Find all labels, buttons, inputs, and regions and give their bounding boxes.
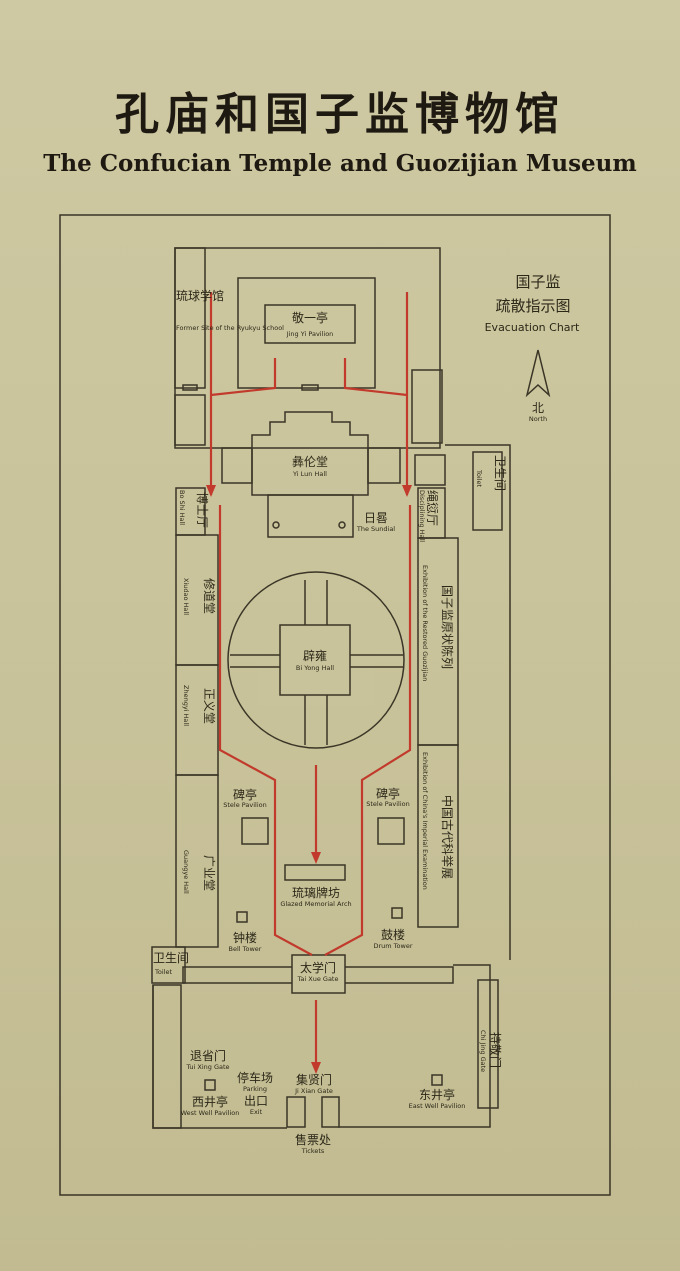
places-tuixing-en-label: Tui Xing Gate [185, 1063, 229, 1071]
places-chijing-en-label: Chi Jing Gate [479, 1030, 487, 1072]
legend-title-en: Evacuation Chart [485, 321, 580, 334]
legend-title-1: 国子监 [515, 273, 560, 291]
title-chinese: 孔庙和国子监博物馆 [115, 89, 565, 140]
places-tuixing-zh-label: 退省门 [190, 1048, 226, 1063]
places-exam-zh-label: 中国古代科举展 [440, 795, 455, 879]
glazed-arch [284, 864, 346, 881]
places-bell-zh-label: 钟楼 [233, 930, 257, 945]
places-boshi-en-label: Bo Shi Hall [178, 490, 186, 525]
places-drum-zh-label: 鼓楼 [381, 927, 405, 942]
places-guangye-en-label: Guangye Hall [182, 850, 190, 894]
places-restored-zh-label: 国子监原状陈列 [440, 585, 455, 669]
places-exam-en-label: Exhibition of China's Imperial Examinati… [421, 752, 429, 890]
stele-pavilion-east [377, 817, 405, 845]
places-stele-w-zh-label: 碑亭 [233, 787, 257, 802]
places-tickets-zh-label: 售票处 [295, 1132, 331, 1147]
places-exit-zh-label: 出口 [244, 1094, 268, 1108]
places-parking-en-label: Parking [243, 1085, 267, 1093]
places-arch-en-label: Glazed Memorial Arch [280, 900, 351, 908]
walls [151, 247, 511, 1129]
places-zhengyi-zh-label: 正义堂 [202, 688, 216, 724]
title-english: The Confucian Temple and Guozijian Museu… [43, 150, 637, 177]
stele-pavilion-west [241, 817, 269, 845]
places-disciplining-zh-label: 绳愆厅 [425, 490, 440, 526]
taixue-gate [291, 954, 346, 994]
places-jingyi-zh-label: 敬一亭 [292, 310, 328, 325]
places-guangye-zh-label: 广业堂 [202, 855, 216, 891]
places-toilet-west-zh-label: 卫生间 [153, 951, 189, 965]
places-westwell-zh-label: 西井亭 [192, 1094, 228, 1109]
places-jixian-zh-label: 集贤门 [296, 1072, 332, 1087]
places-eastwell-zh-label: 东井亭 [419, 1087, 455, 1102]
places-xiudao-en-label: Xiudao Hall [182, 578, 190, 615]
places-taixue-zh-label: 太学门 [300, 960, 336, 975]
places-stele-w-en-label: Stele Pavilion [223, 801, 267, 809]
places-toilet-east-zh-label: 卫生间 [493, 455, 507, 491]
places-westwell-en-label: West Well Pavilion [181, 1109, 240, 1117]
places-taixue-en-label: Tai Xue Gate [297, 975, 339, 983]
places-tickets-en-label: Tickets [301, 1147, 325, 1155]
places-drum-en-label: Drum Tower [373, 942, 412, 950]
places-boshi-zh-label: 博士厅 [195, 492, 210, 528]
places-arch-zh-label: 琉璃牌坊 [292, 885, 340, 900]
places-exit-en-label: Exit [250, 1108, 263, 1116]
places-sundial-en-label: The Sundial [356, 525, 395, 533]
places-toilet-east-en-label: Toilet [475, 469, 483, 487]
north-label: 北 [532, 401, 544, 415]
places-yilun-en-label: Yi Lun Hall [292, 470, 327, 478]
places-biyong-zh-label: 辟雍 [303, 648, 327, 663]
places-ryukyu-zh-label: 琉球学馆 [176, 288, 224, 303]
places-zhengyi-en-label: Zhengyi Hall [182, 685, 190, 726]
jingyi-pavilion [264, 304, 356, 344]
places-restored-en-label: Exhibition of the Restored Guozijian [421, 565, 429, 681]
places-toilet-west-en-label: Toilet [154, 968, 172, 976]
places-jingyi-en-label: Jing Yi Pavilion [286, 330, 334, 338]
legend-title-2: 疏散指示图 [495, 297, 570, 315]
places-stele-e-zh-label: 碑亭 [376, 786, 400, 801]
north-arrow-icon [525, 349, 551, 398]
places-xiudao-zh-label: 修道堂 [202, 578, 217, 614]
places-yilun-zh-label: 彝伦堂 [292, 454, 328, 469]
places-disciplining-en-label: Disciplining Hall [418, 490, 426, 542]
places-parking-zh-label: 停车场 [237, 1070, 273, 1085]
places-chijing-zh-label: 持敬门 [488, 1032, 503, 1068]
places-ryukyu-en-label: Former Site of the Ryukyu School [176, 324, 284, 332]
evacuation-routes [206, 292, 412, 1074]
places-eastwell-en-label: East Well Pavilion [409, 1102, 466, 1110]
labels: 琉球学馆 Former Site of the Ryukyu School 敬一… [153, 288, 507, 1155]
places-bell-en-label: Bell Tower [229, 945, 262, 953]
places-stele-e-en-label: Stele Pavilion [366, 800, 410, 808]
places-sundial-zh-label: 日晷 [364, 511, 388, 525]
places-biyong-en-label: Bi Yong Hall [296, 664, 334, 672]
map-border [59, 214, 611, 1196]
yilun-hall [251, 411, 369, 496]
places-jixian-en-label: Ji Xian Gate [294, 1087, 333, 1095]
north-label-en: North [529, 415, 547, 423]
